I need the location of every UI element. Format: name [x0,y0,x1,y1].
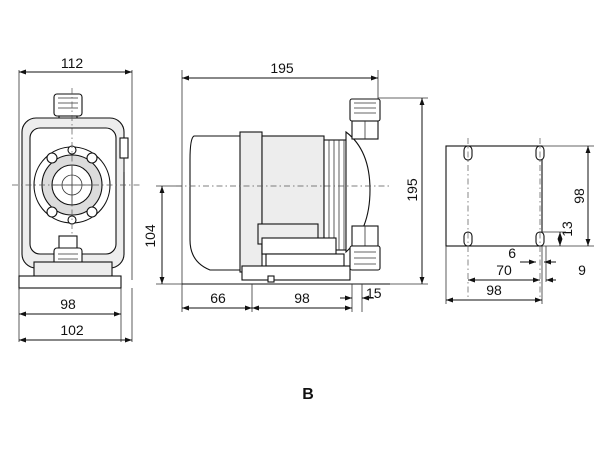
plate-width-dim: 98 [486,282,502,298]
side-view: 195 195 104 [142,60,428,312]
figure-caption: B [302,386,314,403]
base-plate-view: 98 13 6 70 9 98 [445,138,594,304]
side-bottom-valve [349,225,381,271]
side-foot-offset-dim: 15 [366,285,382,301]
front-footprint-dim: 102 [60,322,84,338]
plate-height-dim: 98 [571,188,587,204]
side-front-offset-dim: 66 [210,290,226,306]
front-view: 112 [12,55,140,343]
side-base-length-dim: 98 [294,290,310,306]
plate-edge-offset-dim: 9 [578,262,586,278]
plate-slot-width-dim: 6 [508,245,516,261]
front-base-dim: 98 [60,296,76,312]
side-center-height-dim: 104 [142,224,158,248]
plate-hole-spacing-dim: 70 [496,262,512,278]
side-height-dim: 195 [404,178,420,202]
side-top-valve [349,98,381,140]
side-length-dim: 195 [270,60,294,76]
base-plate-outline [445,145,543,247]
plate-slot-length-dim: 13 [559,221,575,237]
front-width-dim: 112 [61,55,84,71]
side-motor-body [189,130,371,283]
